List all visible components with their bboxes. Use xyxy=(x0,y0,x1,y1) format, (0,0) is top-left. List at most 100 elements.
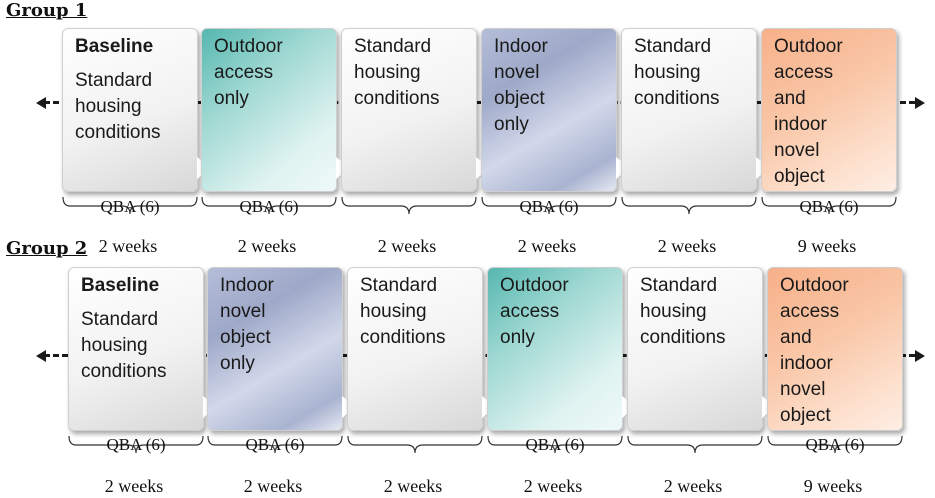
phase-box: Indoor novel object only xyxy=(207,267,356,431)
phase-line: conditions xyxy=(640,327,726,348)
qba-label: QBA (6) xyxy=(106,435,166,454)
phase-line: indoor xyxy=(780,353,833,374)
phase-line: access xyxy=(214,62,274,83)
brace-bracket xyxy=(201,196,337,218)
phase-line: only xyxy=(214,88,249,109)
phase-box: Standard housing conditions xyxy=(341,28,490,192)
phase-line: conditions xyxy=(354,88,440,109)
duration-label: 2 weeks xyxy=(243,476,303,496)
phase-line: novel xyxy=(774,140,820,161)
duration-label: 9 weeks xyxy=(803,476,863,496)
qba-label: QBA (6) xyxy=(239,197,299,216)
brace-bracket xyxy=(207,435,343,457)
qba-label: QBA (6) xyxy=(519,197,579,216)
phase-line: Standard xyxy=(640,275,718,296)
qba-label: QBA (6) xyxy=(805,435,865,454)
phase-line: Standard xyxy=(360,275,438,296)
phase-text: Outdoor access only xyxy=(500,273,618,351)
phase-title: Baseline xyxy=(81,275,160,296)
phase-box: Outdoor access and indoor novel object xyxy=(767,267,903,431)
arrow-left-icon xyxy=(36,350,46,362)
brace-bracket xyxy=(621,196,757,218)
phase-text: Standard housing conditions xyxy=(634,34,752,112)
group-label: Group 2 xyxy=(6,238,88,259)
duration-label: 9 weeks xyxy=(797,236,857,256)
group-label: Group 1 xyxy=(6,0,88,21)
phase-line: only xyxy=(220,353,255,374)
phase-line: Standard xyxy=(75,70,153,91)
phase-line: Outdoor xyxy=(214,36,283,57)
timeline-dashed-line xyxy=(44,101,915,104)
phase-line: novel xyxy=(780,379,826,400)
phase-line: access xyxy=(780,301,840,322)
phase-line: object xyxy=(774,166,825,187)
phase-line: object xyxy=(780,405,831,426)
phase-line: Indoor xyxy=(220,275,274,296)
qba-label: QBA (6) xyxy=(799,197,859,216)
arrow-right-icon xyxy=(915,97,925,109)
duration-label: 2 weeks xyxy=(237,236,297,256)
phase-line: conditions xyxy=(75,122,161,143)
phase-line: conditions xyxy=(634,88,720,109)
phase-line: housing xyxy=(81,335,148,356)
brace-bracket xyxy=(62,196,198,218)
phase-line: housing xyxy=(75,96,142,117)
phase-line: housing xyxy=(354,62,421,83)
brace-bracket xyxy=(767,435,903,457)
phase-line: housing xyxy=(634,62,701,83)
phase-line: access xyxy=(774,62,834,83)
brace-bracket xyxy=(627,435,763,457)
phase-box: Standard housing conditions xyxy=(621,28,770,192)
phase-line: Standard xyxy=(81,309,159,330)
brace-bracket xyxy=(761,196,897,218)
phase-line: only xyxy=(500,327,535,348)
phase-line: Standard xyxy=(634,36,712,57)
phase-line: Outdoor xyxy=(780,275,849,296)
phase-line: novel xyxy=(220,301,266,322)
phase-line: object xyxy=(220,327,271,348)
duration-label: 2 weeks xyxy=(523,476,583,496)
duration-label: 2 weeks xyxy=(517,236,577,256)
qba-label: QBA (6) xyxy=(525,435,585,454)
duration-label: 2 weeks xyxy=(663,476,723,496)
phase-line: conditions xyxy=(81,361,167,382)
phase-line: Outdoor xyxy=(500,275,569,296)
phase-text: Standard housing conditions xyxy=(640,273,758,351)
duration-label: 2 weeks xyxy=(98,236,158,256)
phase-title: Baseline xyxy=(75,36,154,57)
phase-line: Indoor xyxy=(494,36,548,57)
brace-bracket xyxy=(487,435,623,457)
phase-text: Outdoor access only xyxy=(214,34,332,112)
phase-line: access xyxy=(500,301,560,322)
phase-text: Standard housing conditions xyxy=(354,34,472,112)
phase-box: Outdoor access only xyxy=(487,267,636,431)
qba-label: QBA (6) xyxy=(245,435,305,454)
phase-line: Standard xyxy=(354,36,432,57)
arrow-right-icon xyxy=(915,350,925,362)
duration-label: 2 weeks xyxy=(383,476,443,496)
duration-label: 2 weeks xyxy=(377,236,437,256)
phase-line: object xyxy=(494,88,545,109)
brace-bracket xyxy=(347,435,483,457)
phase-line: housing xyxy=(360,301,427,322)
phase-box: Outdoor access only xyxy=(201,28,350,192)
phase-line: indoor xyxy=(774,114,827,135)
qba-label: QBA (6) xyxy=(100,197,160,216)
phase-line: and xyxy=(774,88,806,109)
brace-bracket xyxy=(341,196,477,218)
phase-line: and xyxy=(780,327,812,348)
phase-box: Standard housing conditions xyxy=(627,267,776,431)
brace-bracket xyxy=(68,435,204,457)
brace-bracket xyxy=(481,196,617,218)
phase-line: only xyxy=(494,114,529,135)
phase-line: housing xyxy=(640,301,707,322)
